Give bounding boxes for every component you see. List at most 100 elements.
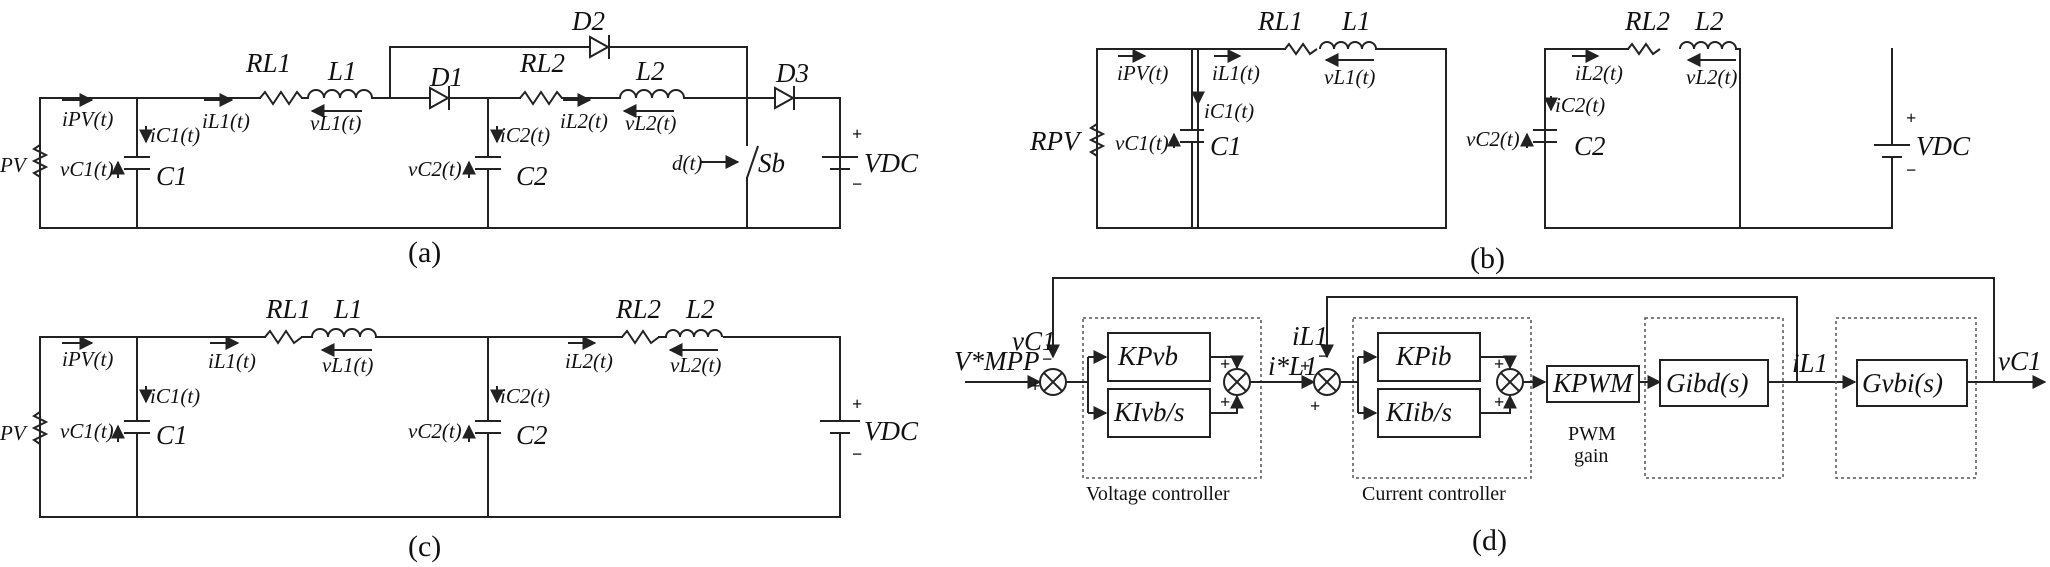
il1-feedback-label: iL1 — [1292, 321, 1328, 351]
vdc-battery — [822, 156, 858, 170]
panel-a-vl2-label: vL2(t) — [625, 111, 676, 135]
panel-c-c1-label: C1 — [156, 420, 188, 450]
panel-b-rl2-label: RL2 — [1624, 6, 1670, 36]
kivb-label: KIvb/s — [1113, 397, 1185, 427]
svg-text:−: − — [852, 444, 862, 464]
panel-b-c1-capacitor — [1180, 129, 1204, 143]
rpv-resistor — [31, 144, 49, 178]
panel-c-vl2-label: vL2(t) — [670, 353, 721, 377]
kiib-label: KIib/s — [1385, 397, 1452, 427]
panel-a-il1-label: iL1(t) — [202, 109, 250, 133]
panel-b-vdc-label: VDC — [1916, 131, 1971, 161]
svg-text:+: + — [1906, 108, 1916, 128]
panel-b-c2-label: C2 — [1574, 131, 1606, 161]
l1-inductor — [307, 89, 373, 99]
panel-b-rl2-resistor — [1627, 42, 1661, 56]
svg-text:+: + — [852, 394, 862, 414]
svg-text:−: − — [1042, 349, 1052, 369]
panel-b-l1-label: L1 — [1341, 6, 1371, 36]
panel-b-vl2-label: vL2(t) — [1686, 65, 1737, 89]
panel-a-c1-label: C1 — [156, 161, 188, 191]
panel-c-circuit — [31, 328, 860, 518]
panel-b-vc2-label: vC2(t) — [1466, 127, 1520, 151]
panel-a-ic2-label: iC2(t) — [500, 123, 550, 147]
l2-inductor — [619, 89, 685, 99]
svg-text:−: − — [1318, 346, 1328, 366]
current-controller-box — [1352, 317, 1532, 479]
panel-a-d1-label: D1 — [429, 62, 463, 92]
kpwm-label: KPWM — [1552, 368, 1634, 398]
panel-c-c1-capacitor — [124, 420, 150, 434]
panel-c-rl2-resistor — [621, 329, 660, 345]
panel-c-vdc-battery — [820, 420, 860, 434]
svg-text:+: + — [1220, 354, 1230, 374]
panel-a-c2-label: C2 — [516, 161, 548, 191]
panel-a-l2-label: L2 — [635, 56, 665, 86]
voltage-controller-box — [1082, 317, 1262, 479]
svg-text:+: + — [1494, 354, 1504, 374]
panel-b-ic1-label: iC1(t) — [1204, 99, 1254, 123]
panel-c-rpv-resistor — [31, 411, 49, 445]
panel-c-ic1-label: iC1(t) — [150, 384, 200, 408]
il1-output-label: iL1 — [1792, 348, 1828, 378]
panel-b-il1-label: iL1(t) — [1212, 61, 1260, 85]
il1-ref-label: i*L1 — [1268, 351, 1318, 381]
panel-c-vc2-label: vC2(t) — [408, 419, 462, 443]
vmpp-label: V*MPP — [954, 346, 1039, 376]
panel-c-il1-label: iL1(t) — [208, 349, 256, 373]
panel-a-d3-label: D3 — [775, 58, 809, 88]
svg-text:+: + — [1030, 376, 1040, 396]
panel-c-vdc-label: VDC — [864, 416, 919, 446]
kivb-block — [1107, 388, 1211, 438]
panel-c-ipv-label: iPV(t) — [62, 347, 113, 371]
svg-text:−: − — [1906, 160, 1916, 180]
pwm-gain-label-1: PWM — [1568, 423, 1616, 445]
panel-b-circuit — [1088, 41, 1910, 229]
d1-diode — [429, 86, 451, 110]
svg-text:+: + — [1494, 392, 1504, 412]
gibd-box — [1644, 317, 1784, 479]
panel-b-rl1-label: RL1 — [1257, 6, 1303, 36]
panel-a-sb-label: Sb — [758, 148, 785, 178]
vc1-feedback-label: vC1 — [1012, 326, 1056, 356]
panel-b-l1-inductor — [1319, 41, 1377, 50]
panel-b-rl1-resistor — [1284, 42, 1318, 56]
panel-b-c2-capacitor — [1533, 129, 1557, 143]
panel-a-vdc-label: VDC — [864, 148, 919, 178]
panel-b-rpv-resistor — [1088, 123, 1106, 157]
current-controller-label: Current controller — [1362, 483, 1506, 505]
pwm-gain-label-2: gain — [1574, 445, 1608, 467]
sb-switch[interactable] — [746, 145, 759, 179]
gibd-block — [1659, 359, 1769, 407]
panel-c-rpv-label: PV — [0, 421, 28, 445]
kpwm-block — [1546, 365, 1640, 403]
d2-diode — [589, 35, 611, 59]
panel-a-rl1-label: RL1 — [245, 48, 291, 78]
panel-c-vl1-label: vL1(t) — [322, 353, 373, 377]
kpvb-label: KPvb — [1117, 341, 1178, 371]
panel-c-l2-label: L2 — [685, 294, 715, 324]
panel-a-caption: (a) — [408, 236, 441, 269]
panel-c-rl1-label: RL1 — [265, 294, 311, 324]
panel-c-rl2-label: RL2 — [615, 294, 661, 324]
panel-c-c2-label: C2 — [516, 420, 548, 450]
panel-a-rpv-label: PV — [0, 153, 28, 177]
kpib-label: KPib — [1395, 341, 1452, 371]
panel-c-rl1-resistor — [264, 329, 303, 345]
svg-text:+: + — [1300, 356, 1310, 376]
panel-a-l1-label: L1 — [327, 56, 357, 86]
panel-a-d2-label: D2 — [571, 6, 605, 36]
c2-capacitor — [475, 156, 501, 170]
panel-c-c2-capacitor — [475, 420, 501, 434]
panel-a-il2-label: iL2(t) — [560, 109, 608, 133]
panel-b-vl1-label: vL1(t) — [1324, 65, 1375, 89]
d3-diode — [774, 86, 796, 110]
svg-text:+: + — [1310, 396, 1320, 416]
rl1-resistor — [259, 90, 303, 106]
gvbi-label: Gvbi(s) — [1862, 368, 1943, 398]
panel-a-vc2-label: vC2(t) — [408, 157, 462, 181]
gibd-label: Gibd(s) — [1666, 368, 1749, 398]
svg-text:+: + — [852, 124, 862, 144]
panel-b-rpv-label: RPV — [1029, 126, 1083, 156]
